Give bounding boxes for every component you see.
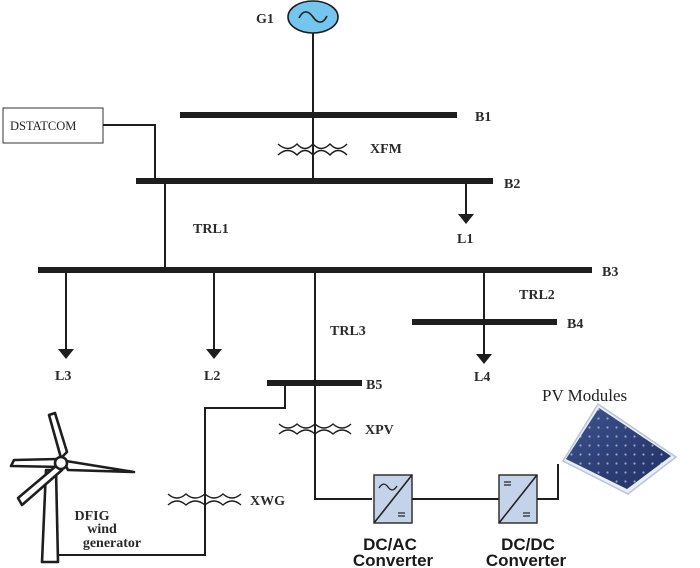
bus-b1-label: B1 [475, 110, 491, 125]
line-trl1-label: TRL1 [193, 222, 229, 237]
load-l2 [206, 270, 222, 359]
dcac-label-line2: Converter [353, 551, 434, 568]
transformer-xpv [278, 423, 352, 435]
load-arrow-icon [458, 214, 474, 224]
line-trl2-label: TRL2 [519, 288, 555, 303]
load-arrow-icon [58, 349, 74, 359]
dcac-label-line1: DC/AC [363, 535, 417, 554]
wind-label-line1: DFIG [75, 509, 110, 524]
transformer-xwg-label: XWG [250, 494, 285, 509]
load-l4 [476, 322, 492, 364]
dstatcom-box: DSTATCOM [2, 107, 104, 144]
load-l3-label: L3 [55, 369, 71, 384]
generator-label: G1 [256, 12, 274, 27]
dcdc-label-line1: DC/DC [501, 535, 555, 554]
transformer-xfm [277, 142, 348, 157]
transformer-xwg [167, 493, 242, 506]
bus-b5-label: B5 [366, 378, 382, 393]
ac-symbol-icon [378, 483, 398, 491]
load-l2-label: L2 [204, 369, 220, 384]
sine-wave-icon [298, 11, 328, 23]
pv-label: PV Modules [542, 386, 627, 405]
dstatcom-label: DSTATCOM [10, 119, 76, 133]
dc-symbol-icon [398, 512, 405, 517]
bus-b4-label: B4 [567, 317, 583, 332]
load-l3 [58, 270, 74, 359]
dcdc-label-line2: Converter [486, 551, 567, 568]
dcdc-converter [498, 474, 538, 524]
line-trl3-label: TRL3 [330, 324, 366, 339]
pv-panel-icon [561, 402, 678, 495]
wind-turbine-icon [9, 411, 136, 564]
load-l1-label: L1 [457, 232, 473, 247]
load-l4-label: L4 [474, 370, 490, 385]
load-l1 [458, 181, 474, 224]
dc-symbol-icon [504, 481, 530, 517]
bus-b3-label: B3 [602, 265, 618, 280]
dstatcom-feeder [103, 124, 156, 181]
dcac-converter [373, 474, 413, 524]
transformer-xfm-label: XFM [370, 142, 402, 157]
wind-label-line2: wind [87, 522, 117, 537]
pv-feeder [537, 464, 559, 500]
bus-b2-label: B2 [504, 177, 520, 192]
xwg-feeder [58, 383, 286, 556]
generator-g1: G1 [256, 0, 339, 34]
xpv-feeder [314, 383, 372, 500]
wind-label-line3: generator [83, 536, 141, 551]
load-arrow-icon [206, 349, 222, 359]
transformer-xpv-label: XPV [365, 423, 394, 438]
load-arrow-icon [476, 354, 492, 364]
